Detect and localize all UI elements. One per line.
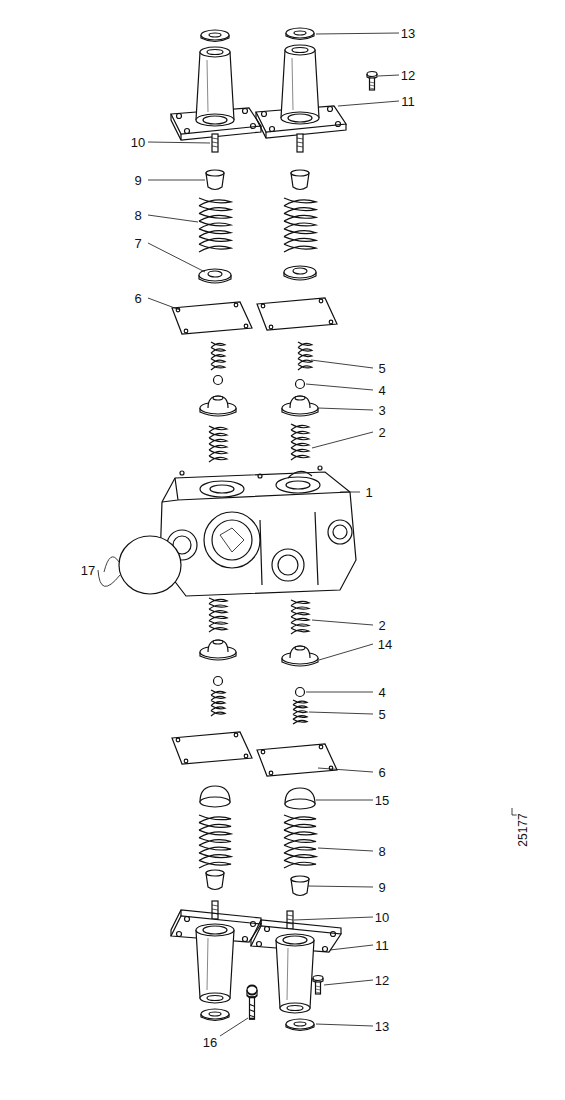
callout-number: 6 (133, 292, 142, 305)
callout-number: 8 (133, 209, 142, 222)
callout-number: 12 (400, 69, 416, 82)
callout-number: 13 (374, 1020, 390, 1033)
spring-coil (209, 426, 227, 462)
spring-coil (298, 342, 312, 370)
callout-number: 8 (377, 845, 386, 858)
callout-number: 15 (374, 794, 390, 807)
spring-coil (284, 198, 316, 252)
spring-coil (209, 598, 227, 632)
callout-number: 9 (133, 174, 142, 187)
o-ring (119, 536, 181, 594)
spring-coil (199, 198, 231, 252)
callout-number: 10 (374, 911, 390, 924)
callout-number: 7 (133, 237, 142, 250)
callout-number: 13 (400, 27, 416, 40)
drawing-number: 25177 (517, 812, 529, 847)
spring-coil (199, 815, 231, 868)
callout-number: 11 (374, 939, 390, 952)
callout-number: 17 (80, 564, 96, 577)
callout-number: 10 (130, 136, 146, 149)
callout-number: 4 (377, 686, 386, 699)
spring-coil (211, 690, 225, 716)
spring-coil (291, 600, 309, 634)
spring-coil (293, 700, 307, 724)
callout-number: 2 (377, 426, 386, 439)
callout-number: 11 (400, 95, 416, 108)
callout-number: 16 (202, 1036, 218, 1049)
callout-number: 1 (364, 486, 373, 499)
callout-number: 6 (377, 766, 386, 779)
callout-number: 4 (377, 384, 386, 397)
spring-coil (211, 342, 225, 370)
callout-number: 3 (377, 404, 386, 417)
callout-number: 5 (377, 362, 386, 375)
callout-number: 2 (377, 619, 386, 632)
valve-body (160, 466, 356, 596)
callout-number: 14 (377, 638, 393, 651)
spring-coil (291, 424, 309, 460)
spring-coil (284, 815, 316, 868)
leader-lines (98, 33, 399, 1036)
callout-number: 12 (374, 974, 390, 987)
callout-number: 9 (377, 881, 386, 894)
callout-number: 5 (377, 708, 386, 721)
